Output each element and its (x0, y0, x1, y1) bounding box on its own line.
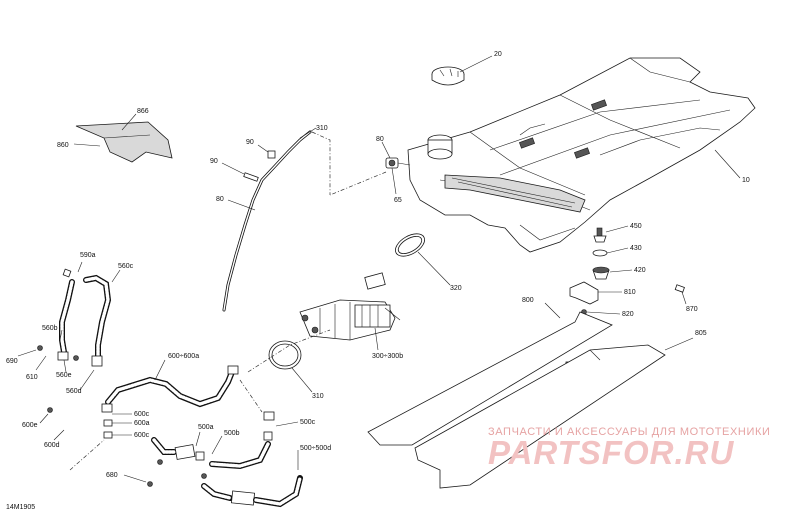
callout-430: 430 (630, 245, 642, 252)
callout-500a: 500a (198, 424, 214, 431)
callout-310-upper: 310 (316, 125, 328, 132)
watermark-tagline: ЗАПЧАСТИ И АКСЕССУАРЫ ДЛЯ МОТОТЕХНИКИ (488, 426, 771, 438)
fuel-pump (299, 272, 401, 341)
support-bracket (569, 281, 599, 305)
diagram-code: 14M1905 (6, 504, 36, 511)
callout-810: 810 (624, 289, 636, 296)
vent-hose (222, 130, 312, 312)
callout-20: 20 (494, 51, 502, 58)
callout-820: 820 (622, 311, 634, 318)
callout-560c: 560c (118, 263, 134, 270)
callout-90-lower: 90 (210, 158, 218, 165)
callout-600c-upper: 600c (134, 411, 150, 418)
callout-870: 870 (686, 306, 698, 313)
clip (674, 284, 685, 293)
callout-600c-lower: 600c (134, 432, 150, 439)
fuel-filter-assembly (147, 411, 303, 508)
fuel-cap (431, 66, 465, 86)
callout-805: 805 (695, 330, 707, 337)
callout-310-lower: 310 (312, 393, 324, 400)
callout-600e: 600e (22, 422, 38, 429)
callout-600-600a: 600÷600a (168, 353, 199, 360)
callout-80-hose: 80 (216, 196, 224, 203)
callout-590a: 590a (80, 252, 96, 259)
callout-500b: 500b (224, 430, 240, 437)
watermark-logo: PARTSFOR.RU (488, 434, 735, 471)
callout-420: 420 (634, 267, 646, 274)
rear-plate (75, 121, 173, 163)
callout-800: 800 (522, 297, 534, 304)
callout-600a: 600a (134, 420, 150, 427)
callout-860: 860 (57, 142, 69, 149)
callout-320: 320 (450, 285, 462, 292)
supply-hose (101, 365, 239, 439)
callout-690: 690 (6, 358, 18, 365)
callout-866: 866 (137, 108, 149, 115)
callout-90-upper: 90 (246, 139, 254, 146)
heat-shield-lower (414, 344, 666, 489)
callout-680: 680 (106, 472, 118, 479)
return-hoses (37, 268, 112, 367)
fuel-tank (407, 57, 756, 253)
callout-560d: 560d (66, 388, 82, 395)
callout-450: 450 (630, 223, 642, 230)
callout-560b: 560b (42, 325, 58, 332)
mounting-screw (593, 227, 607, 243)
callout-610: 610 (26, 374, 38, 381)
callout-600d: 600d (44, 442, 60, 449)
callout-500-500d: 500÷500d (300, 445, 331, 452)
washer (592, 249, 608, 257)
vent-valve (385, 157, 411, 169)
callout-10: 10 (742, 177, 750, 184)
callout-500c: 500c (300, 419, 316, 426)
callout-560e: 560e (56, 372, 72, 379)
callout-300: 300÷300b (372, 353, 403, 360)
callout-80-valve: 80 (376, 136, 384, 143)
callout-65: 65 (394, 197, 402, 204)
